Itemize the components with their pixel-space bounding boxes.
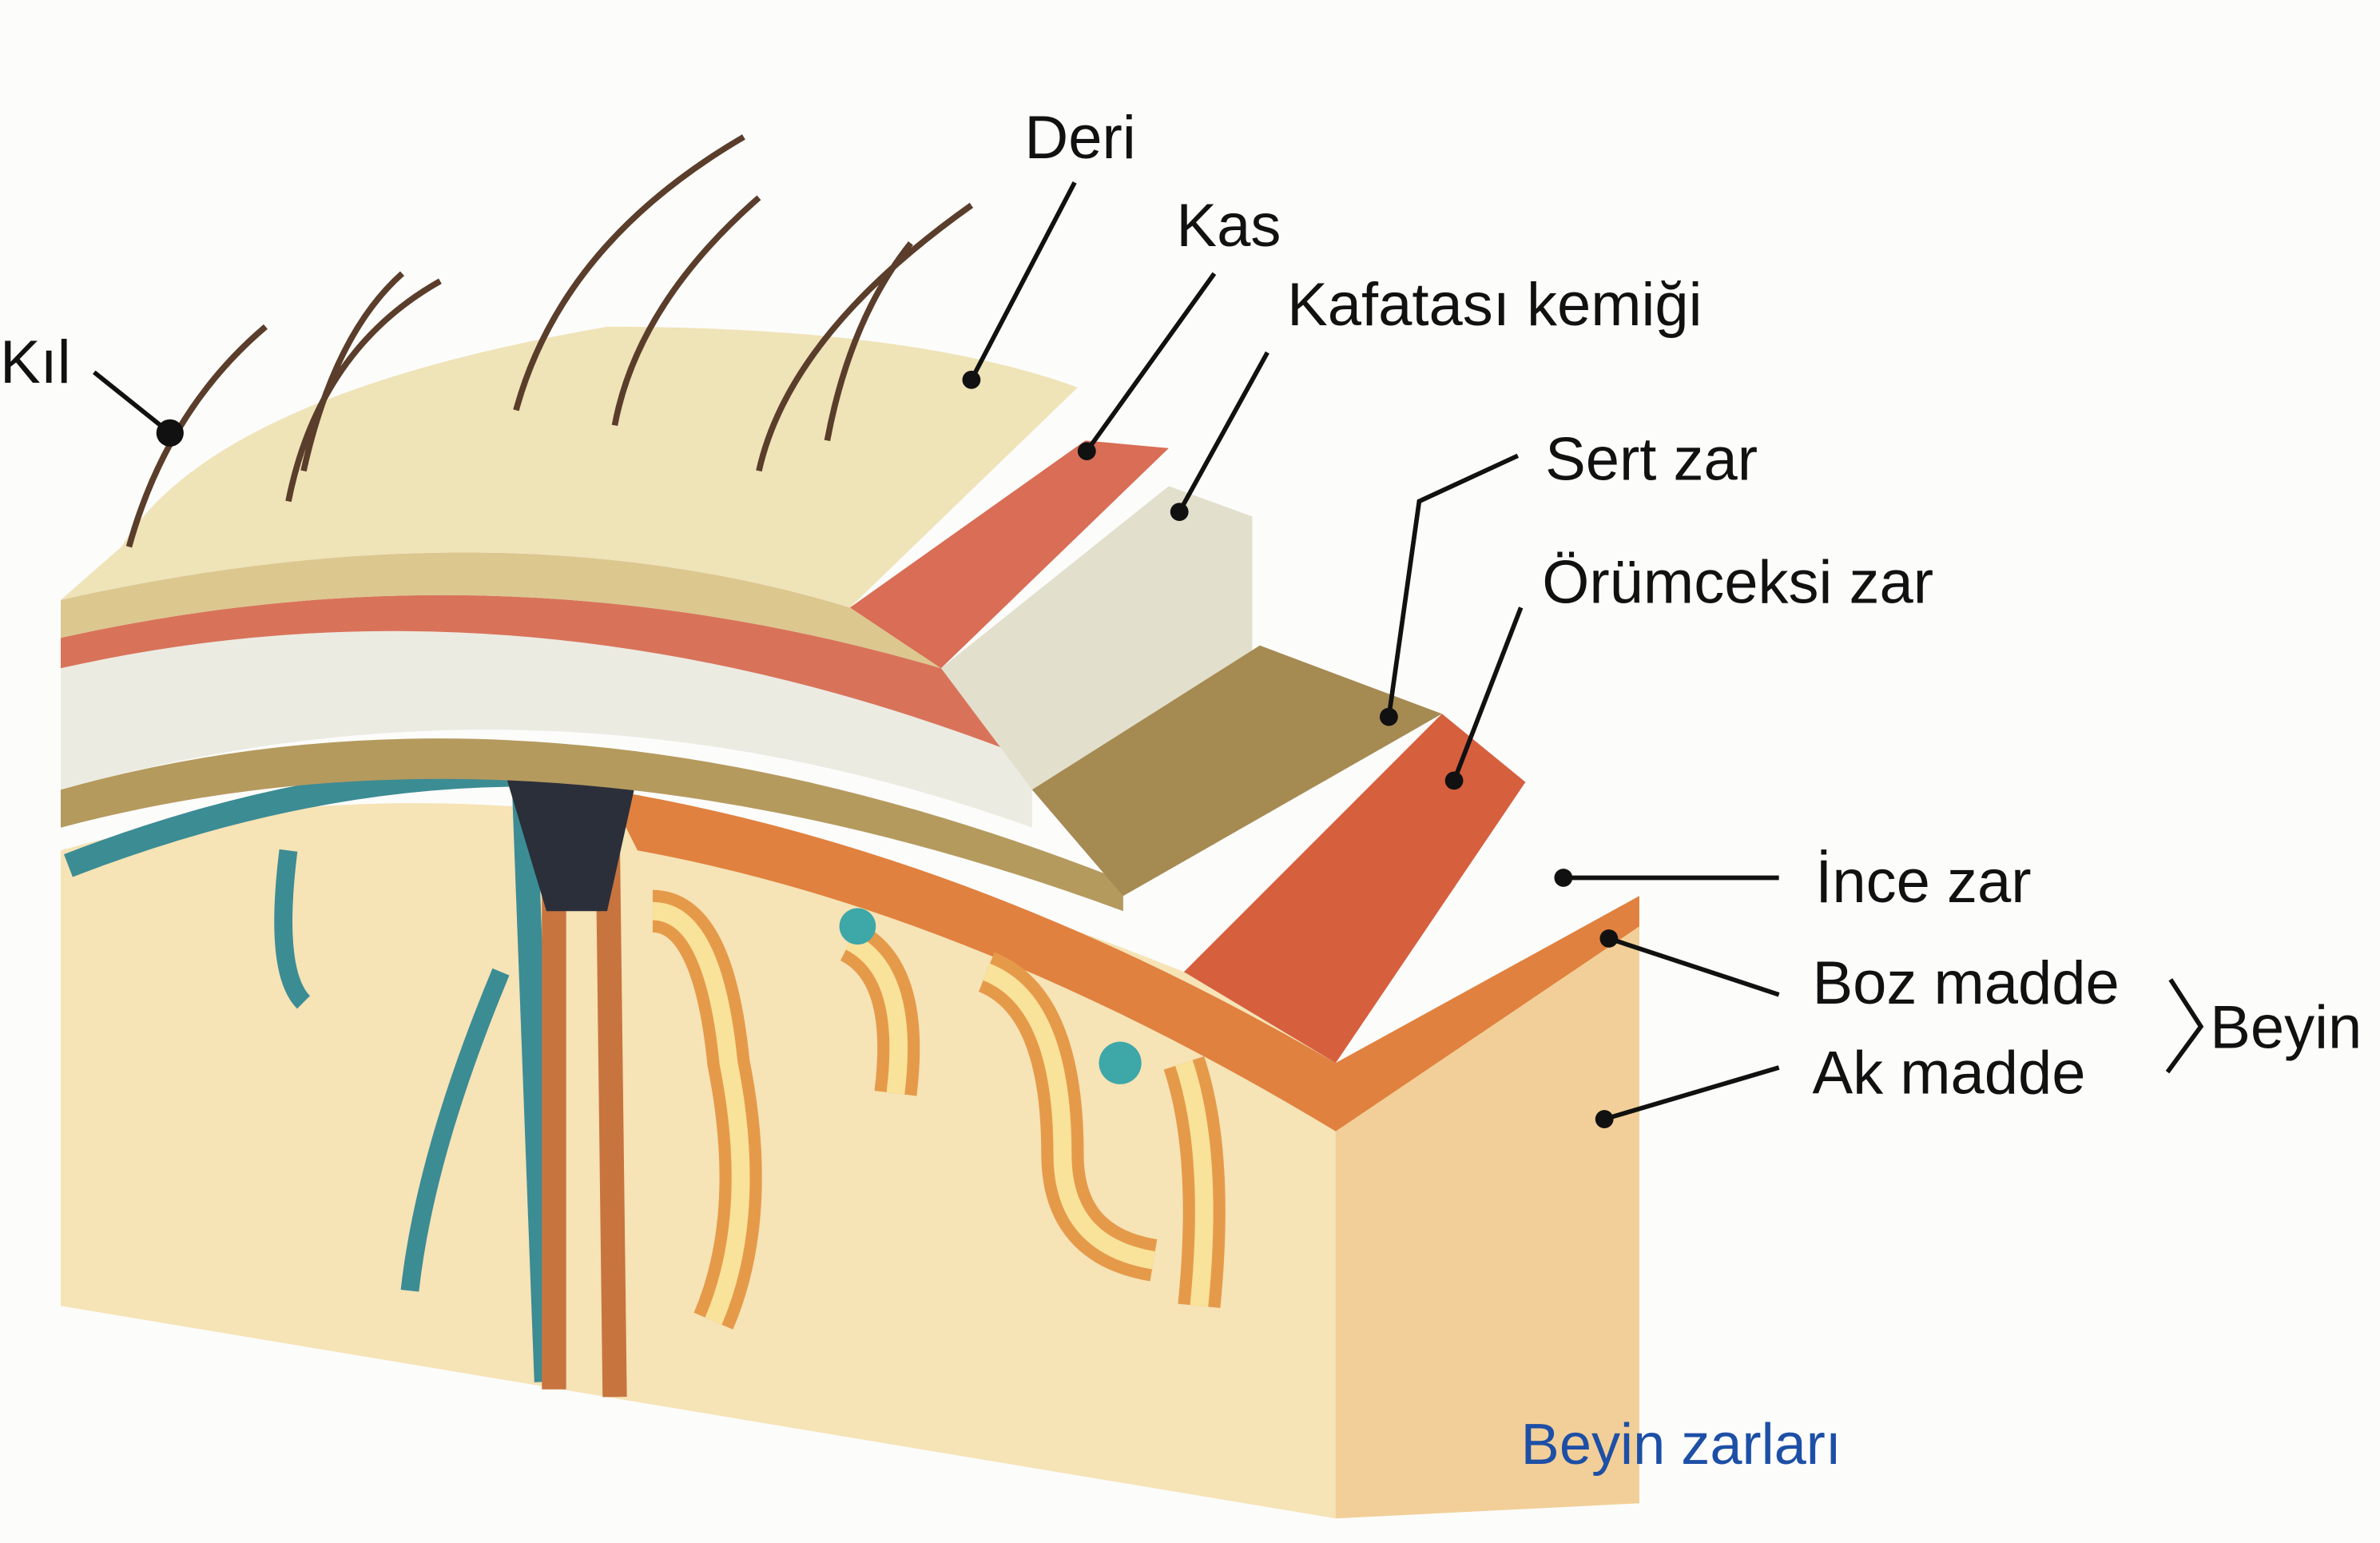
label-beyin: Beyin bbox=[2210, 993, 2362, 1061]
leader-lines bbox=[93, 181, 2204, 1128]
sinus bbox=[500, 759, 638, 912]
bone-front bbox=[60, 630, 1032, 828]
scalp-layers bbox=[60, 134, 1526, 1064]
skin-front bbox=[60, 552, 941, 669]
label-orumceksi-zar: Örümceksi zar bbox=[1542, 549, 1933, 617]
muscle-front bbox=[60, 595, 1032, 760]
blood-vessel bbox=[1099, 1041, 1142, 1084]
muscle-step bbox=[849, 440, 1169, 669]
dura-step bbox=[1031, 645, 1442, 897]
grey-matter-band bbox=[606, 789, 1639, 1131]
label-kas: Kas bbox=[1176, 192, 1281, 260]
caption-beyin-zarlari: Beyin zarları bbox=[1521, 1413, 1842, 1477]
dura-front bbox=[60, 738, 1123, 912]
left-sulci bbox=[274, 849, 510, 1292]
hairs bbox=[125, 134, 974, 548]
label-boz-madde: Boz madde bbox=[1812, 949, 2119, 1017]
label-ince-zar: İnce zar bbox=[1815, 848, 2031, 916]
blood-vessel bbox=[839, 908, 876, 945]
bone-step bbox=[940, 486, 1253, 790]
white-matter-block bbox=[60, 803, 1639, 1519]
brain-illustration bbox=[60, 759, 1639, 1519]
label-kil: Kıl bbox=[0, 328, 71, 396]
arachnoid-step bbox=[1183, 714, 1526, 1064]
label-ak-madde: Ak madde bbox=[1812, 1039, 2085, 1107]
label-sert-zar: Sert zar bbox=[1545, 426, 1758, 494]
label-deri: Deri bbox=[1024, 104, 1135, 172]
label-kafatasi-kemigi: Kafatası kemiği bbox=[1287, 271, 1702, 339]
gyri-inner bbox=[652, 901, 1214, 1325]
skin-top bbox=[60, 326, 1078, 608]
beyin-bracket bbox=[2165, 978, 2204, 1074]
